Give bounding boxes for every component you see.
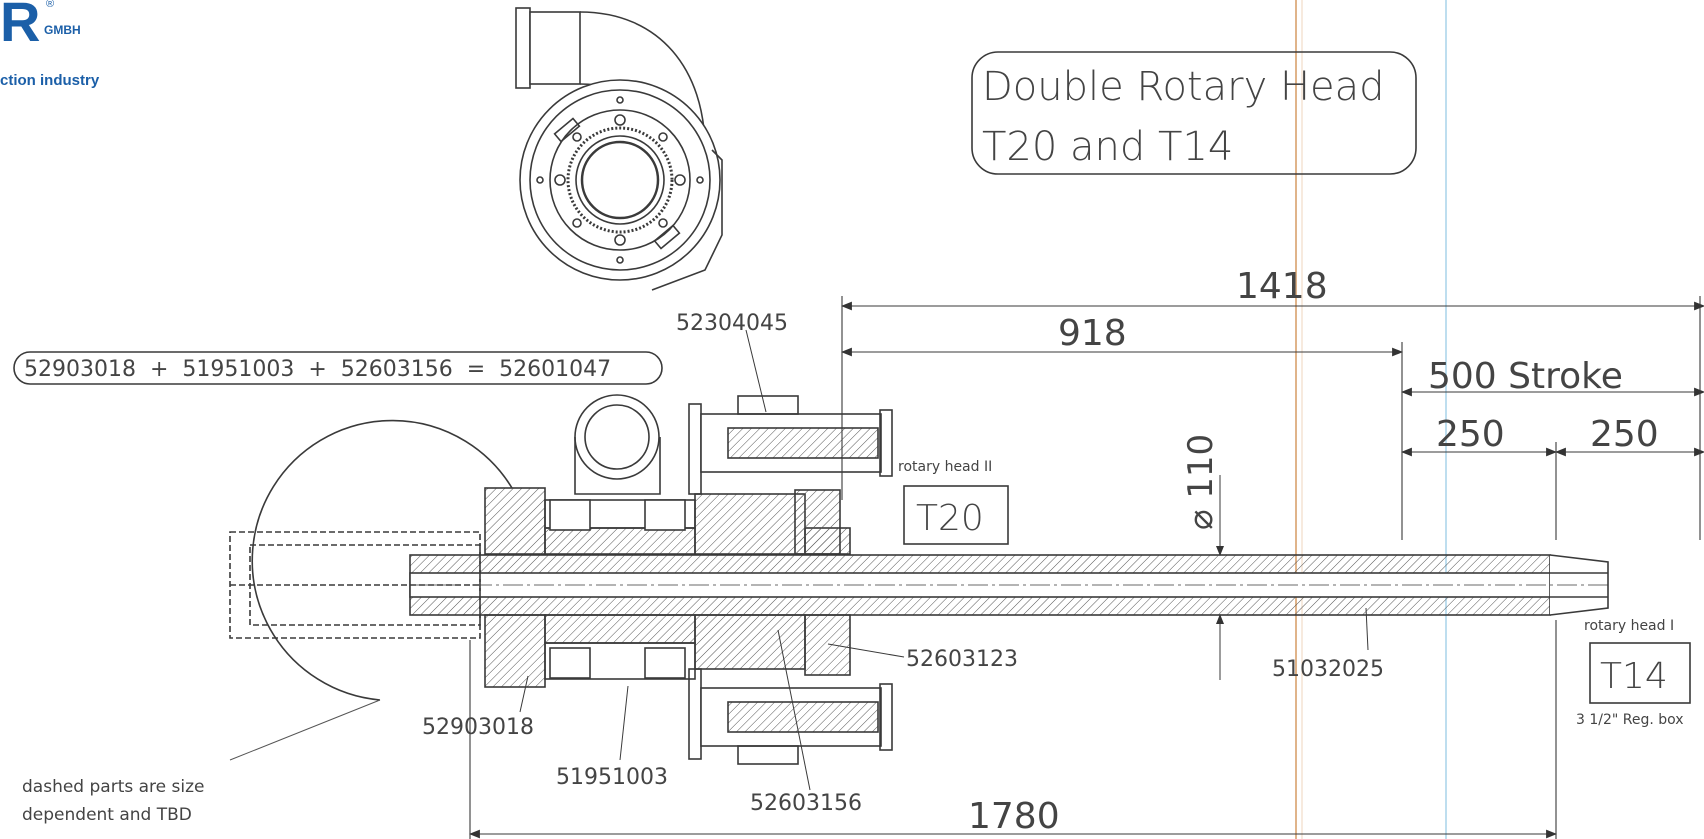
housing-upper: [484, 394, 893, 555]
part-52903018: 52903018: [422, 715, 534, 740]
part-51951003: 51951003: [556, 765, 668, 790]
title-line2: T20 and T14: [982, 124, 1233, 170]
logo-letter: R: [0, 0, 41, 53]
dim-250-a: 250: [1436, 414, 1505, 455]
housing-lower: [484, 614, 893, 765]
part-52304045: 52304045: [676, 311, 788, 336]
thread-spec: 3 1/2" Reg. box: [1576, 712, 1684, 728]
note-line2: dependent and TBD: [22, 805, 192, 825]
dim-diameter: ⌀ 110: [1181, 434, 1221, 530]
head1-code: T14: [1600, 656, 1668, 697]
dim-250-b: 250: [1590, 414, 1659, 455]
title-line1: Double Rotary Head: [982, 64, 1385, 110]
dim-918: 918: [1058, 313, 1127, 354]
head2-label: rotary head II: [898, 459, 992, 475]
title-frame: [971, 51, 1417, 175]
head2-code: T20: [916, 498, 984, 539]
leader-lines: [519, 329, 1369, 791]
main-shaft: [409, 554, 1610, 616]
dimension-lines: [468, 296, 1704, 839]
head1-label: rotary head I: [1584, 618, 1674, 634]
t20-frame: [903, 485, 1009, 545]
note-line1: dashed parts are size: [22, 777, 204, 797]
formula-text: 52903018 + 51951003 + 52603156 = 5260104…: [24, 357, 611, 382]
part-52603156: 52603156: [750, 791, 862, 816]
logo-tagline: ction industry: [0, 72, 100, 89]
formula-frame: [13, 351, 663, 385]
detail-circle: [251, 419, 513, 701]
dim-1780: 1780: [968, 796, 1060, 837]
dim-stroke: 500 Stroke: [1428, 356, 1623, 397]
top-view-rotary-head: [515, 7, 723, 291]
logo-registered: ®: [46, 0, 55, 10]
dashed-adapter: [229, 531, 481, 639]
part-52603123: 52603123: [906, 647, 1018, 672]
t14-frame: [1589, 642, 1691, 704]
dim-1418: 1418: [1236, 266, 1328, 307]
part-51032025: 51032025: [1272, 657, 1384, 682]
logo-suffix: GMBH: [44, 23, 81, 37]
